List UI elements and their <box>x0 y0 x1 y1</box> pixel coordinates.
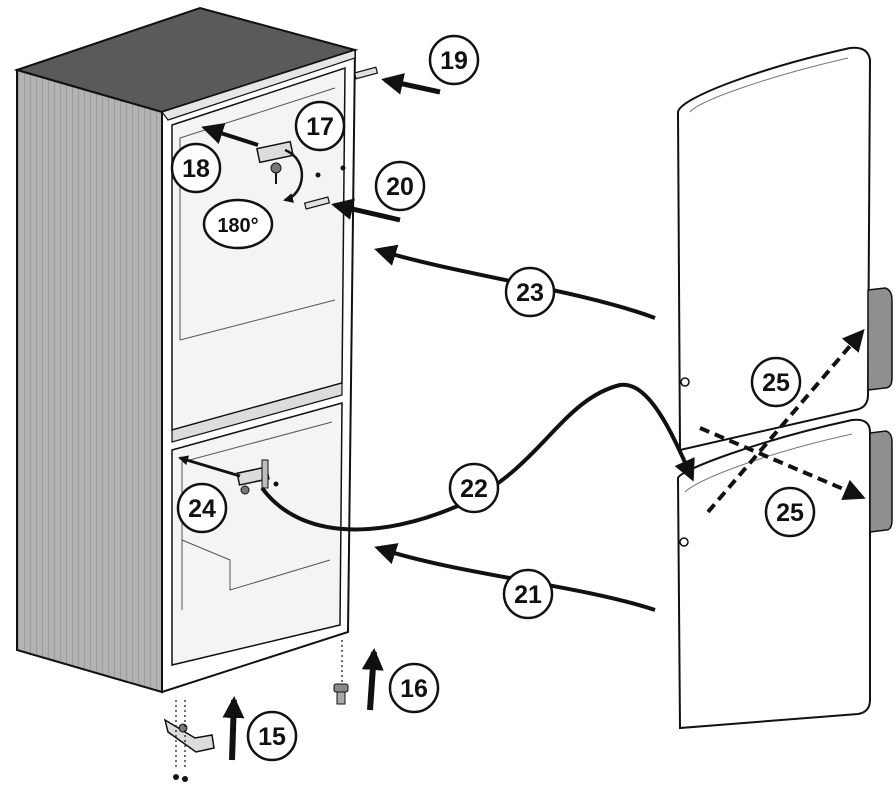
callout-25-lower: 25 <box>764 486 816 538</box>
svg-text:23: 23 <box>516 279 544 307</box>
callout-17: 17 <box>294 100 346 152</box>
arrow-15 <box>222 696 245 761</box>
arrow-24 <box>178 455 241 478</box>
callout-23: 23 <box>504 266 556 318</box>
arrow-25-right <box>699 426 866 501</box>
callout-16: 16 <box>388 662 440 714</box>
pin-19 <box>353 66 379 80</box>
upper-hinge <box>256 140 294 184</box>
fridge-inner-wall <box>179 87 336 340</box>
svg-text:24: 24 <box>188 495 216 523</box>
foot <box>333 640 349 705</box>
arrow-25-up <box>706 328 865 514</box>
callout-25-upper: 25 <box>750 356 802 408</box>
upper-door <box>676 46 893 452</box>
svg-text:180°: 180° <box>217 215 258 237</box>
svg-text:20: 20 <box>386 173 414 201</box>
upper-door-hole <box>680 377 690 387</box>
arrow-19 <box>381 73 441 95</box>
arrow-22 <box>260 382 695 532</box>
callout-22: 22 <box>448 462 500 514</box>
lower-door-handle <box>869 430 893 533</box>
svg-text:22: 22 <box>460 475 488 503</box>
lower-door <box>676 418 893 730</box>
arrow-18 <box>201 123 259 147</box>
svg-text:17: 17 <box>306 113 334 141</box>
svg-text:25: 25 <box>762 369 790 397</box>
screws-upper <box>315 165 346 178</box>
callout-20: 20 <box>374 160 426 212</box>
svg-text:19: 19 <box>440 47 468 75</box>
arrow-16 <box>361 648 384 711</box>
pin-20 <box>303 196 331 210</box>
lower-hinge <box>236 459 279 495</box>
bottom-hinge <box>163 700 215 782</box>
svg-text:25: 25 <box>776 499 804 527</box>
svg-text:15: 15 <box>258 723 286 751</box>
svg-text:18: 18 <box>182 155 210 183</box>
rotate-arrow-icon <box>283 148 304 203</box>
callout-24: 24 <box>176 482 228 534</box>
fridge-shelf <box>179 299 336 341</box>
freezer-drawer <box>181 539 331 591</box>
top-trim <box>161 49 356 121</box>
upper-door-handle <box>867 287 893 391</box>
arrow-20 <box>331 198 401 223</box>
callout-19: 19 <box>428 34 480 86</box>
lower-door-hole <box>679 537 689 547</box>
svg-text:16: 16 <box>400 675 428 703</box>
svg-text:21: 21 <box>514 581 542 609</box>
callout-21: 21 <box>502 568 554 620</box>
callout-18: 18 <box>170 142 222 194</box>
compartment-divider <box>171 382 343 443</box>
callout-180: 180° <box>202 198 274 250</box>
callout-15: 15 <box>246 710 298 762</box>
cabinet-side <box>16 68 163 694</box>
